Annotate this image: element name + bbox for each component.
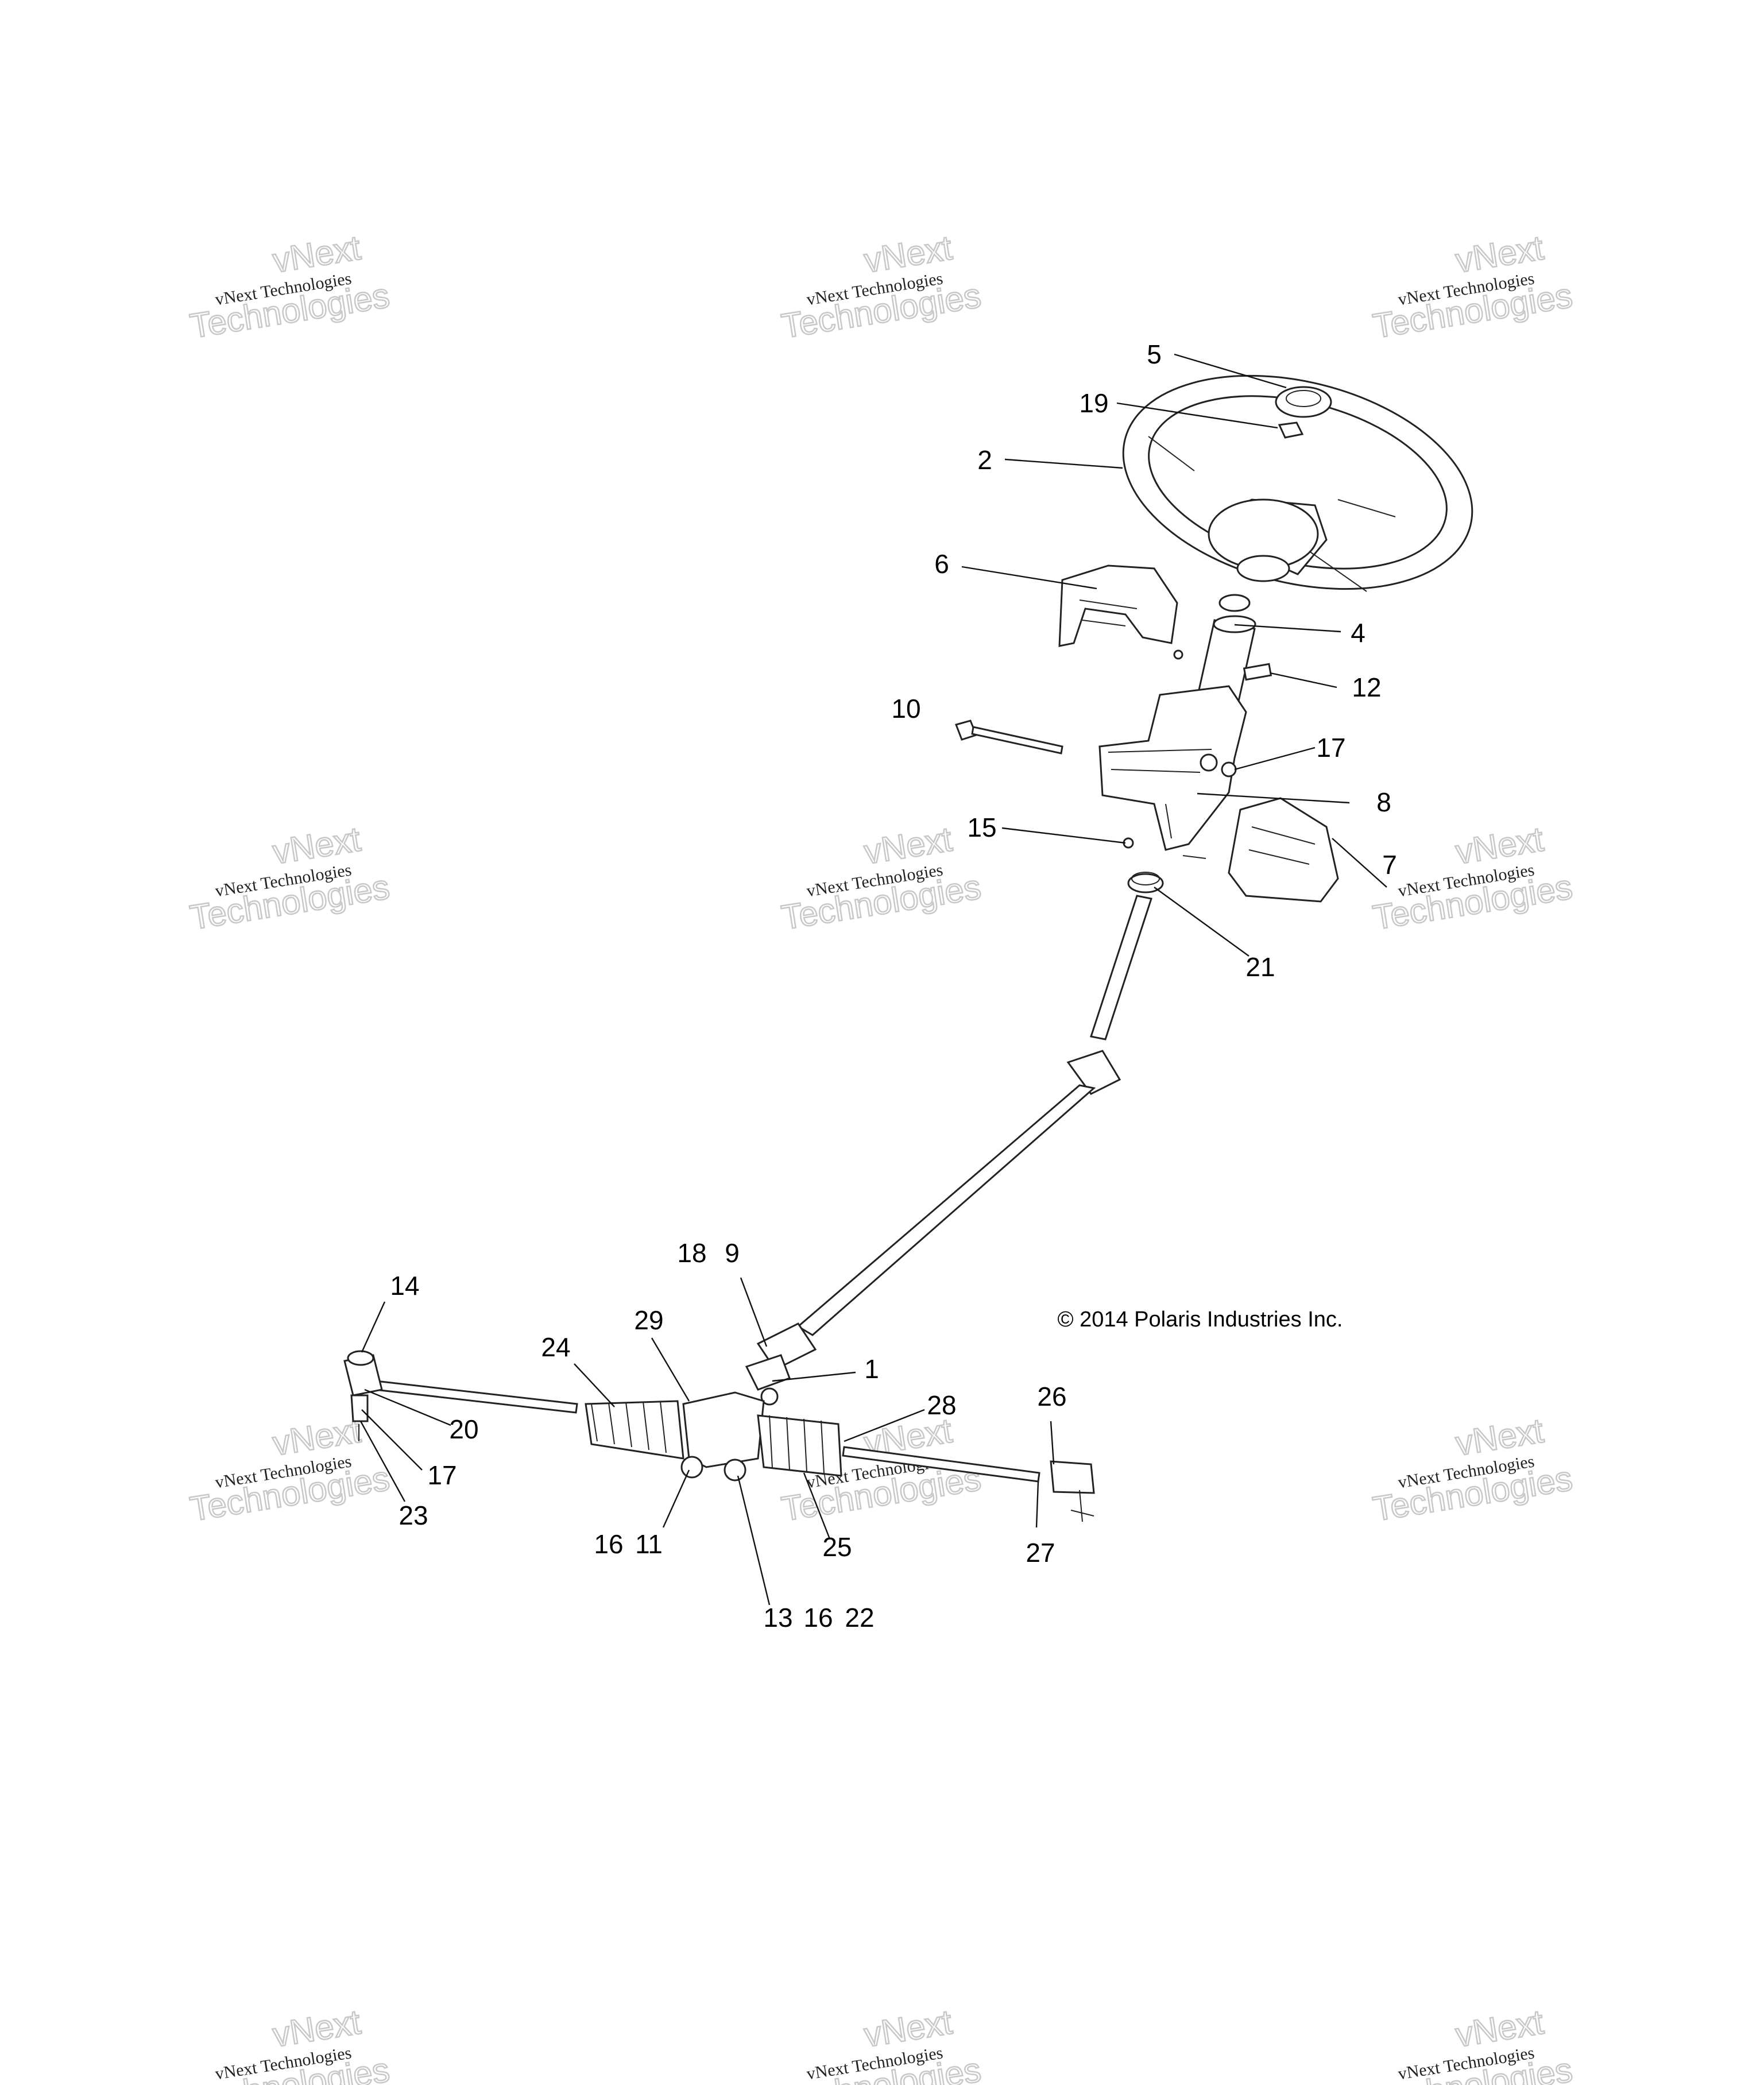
steering-rack [374,1380,1040,1483]
intermediate-shaft [796,895,1152,1336]
callout-24: 24 [541,1332,570,1362]
callout-11: 11 [635,1529,663,1559]
callout-2: 2 [977,445,992,475]
callout-25: 25 [822,1532,852,1562]
callout-23: 23 [399,1500,428,1530]
callout-16-right: 16 [803,1603,833,1633]
horn-cap [1275,386,1332,418]
upper-shroud [1058,564,1178,647]
callout-5: 5 [1147,339,1162,369]
callout-26: 26 [1037,1382,1066,1411]
callout-19: 19 [1079,388,1108,418]
callout-28: 28 [927,1390,956,1420]
right-tie-rod-end [1050,1460,1095,1522]
callout-6: 6 [934,549,949,579]
callout-13: 13 [763,1603,792,1633]
mount-bracket [1098,685,1247,851]
callout-17-lower: 17 [427,1460,457,1490]
callout-29: 29 [634,1305,663,1335]
u-joint [745,1322,817,1406]
callout-8: 8 [1376,787,1391,817]
callout-10: 10 [891,694,920,724]
callout-20: 20 [449,1414,478,1444]
pivot-bolt [955,720,1063,755]
steering-column [1173,594,1272,707]
left-tie-rod-end [343,1350,383,1441]
bearing [1123,837,1206,893]
callout-27: 27 [1026,1538,1055,1568]
callout-4: 4 [1351,618,1365,648]
steering-nut [1278,421,1304,439]
callout-12: 12 [1352,672,1381,702]
callout-14: 14 [390,1271,419,1301]
callout-9: 9 [725,1238,740,1268]
callout-21: 21 [1245,952,1275,982]
callout-22: 22 [845,1603,874,1633]
callout-labels: 5 19 2 6 4 12 10 17 8 15 7 21 18 9 14 29… [390,339,1396,1633]
callout-1: 1 [864,1354,879,1384]
callout-7: 7 [1382,850,1397,880]
callout-15: 15 [967,813,996,842]
leader-lines [359,353,1387,1606]
lower-shroud [1228,797,1339,903]
copyright-notice: © 2014 Polaris Industries Inc. [1058,1308,1343,1332]
steering-wheel [1122,374,1473,592]
callout-18: 18 [677,1238,706,1268]
callout-17-upper: 17 [1316,733,1345,763]
callout-16-left: 16 [594,1529,623,1559]
